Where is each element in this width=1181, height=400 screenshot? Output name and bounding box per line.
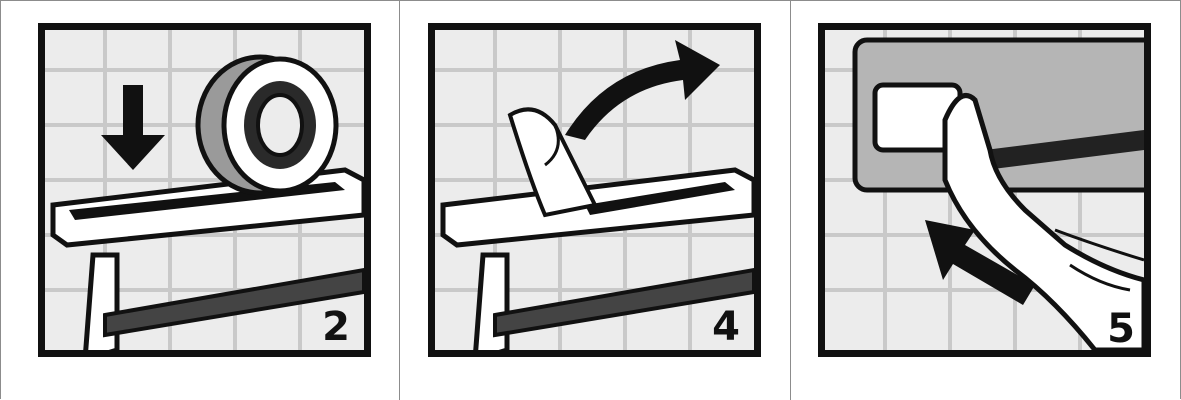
step-4-illustration: 4 <box>435 30 754 350</box>
shelf-back-panel <box>855 40 1144 190</box>
step-panel-4: 4 <box>428 23 761 357</box>
column-divider <box>399 1 400 400</box>
column-divider <box>790 1 791 400</box>
step-number: 2 <box>322 304 350 350</box>
step-2-illustration: 2 <box>45 30 364 350</box>
step-panel-2: 2 <box>38 23 371 357</box>
step-number: 5 <box>1107 306 1135 350</box>
step-5-illustration: 5 <box>825 30 1144 350</box>
step-number: 4 <box>712 304 740 350</box>
step-panel-5: 5 <box>818 23 1151 357</box>
tape-roll-icon <box>198 57 336 193</box>
